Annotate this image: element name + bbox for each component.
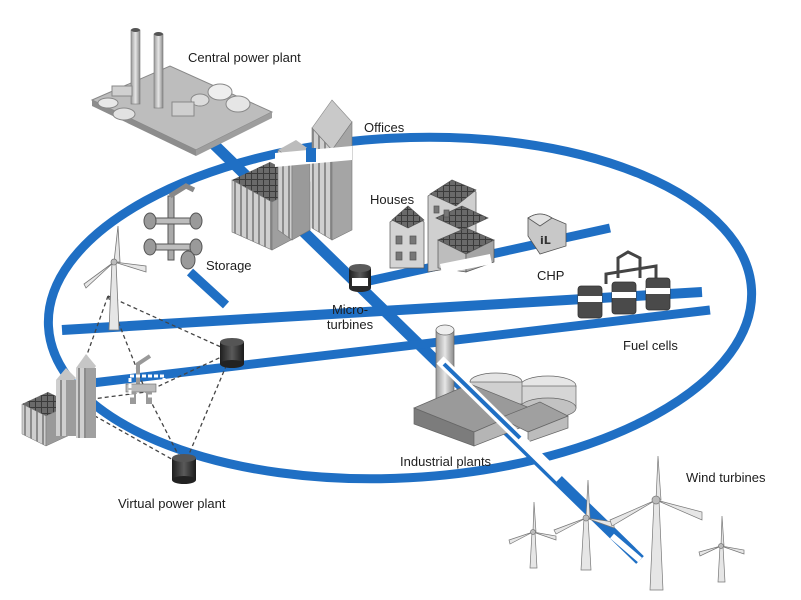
industrial-plants: [413, 324, 577, 447]
label-industrial-plants: Industrial plants: [400, 454, 492, 469]
label-chp: CHP: [537, 268, 565, 283]
label-micro-turbines-line2: turbines: [326, 317, 374, 332]
storage-unit: [143, 183, 203, 270]
virtual-power-plant: [21, 295, 244, 484]
wind-turbine-vpp: [83, 225, 147, 331]
label-micro-turbines-line1: Micro-: [331, 302, 369, 317]
central-power-plant: [90, 28, 274, 156]
houses-feeder-gap: [440, 254, 492, 274]
label-fuel-cells: Fuel cells: [623, 338, 678, 353]
fuel-cells-unit: [577, 250, 671, 319]
svg-text:iL: iL: [540, 234, 551, 247]
label-offices: Offices: [364, 120, 405, 135]
feeder-lower: [91, 305, 711, 388]
chp-unit: iL: [527, 213, 567, 255]
label-houses: Houses: [370, 192, 415, 207]
vpp-junction: [128, 374, 166, 398]
wind-turbines-farm: [508, 455, 745, 591]
label-wind-turbines: Wind turbines: [686, 470, 766, 485]
storage-feeder: [186, 268, 230, 309]
label-storage: Storage: [206, 258, 252, 273]
label-micro-turbines: Micro- turbines: [315, 302, 385, 332]
label-virtual-power-plant: Virtual power plant: [118, 496, 226, 511]
micro-turbine-unit: [349, 264, 371, 292]
grid-ring: [43, 132, 757, 484]
grid-network: [43, 76, 757, 564]
offices-buildings: [231, 99, 353, 251]
label-central-power-plant: Central power plant: [188, 50, 301, 65]
